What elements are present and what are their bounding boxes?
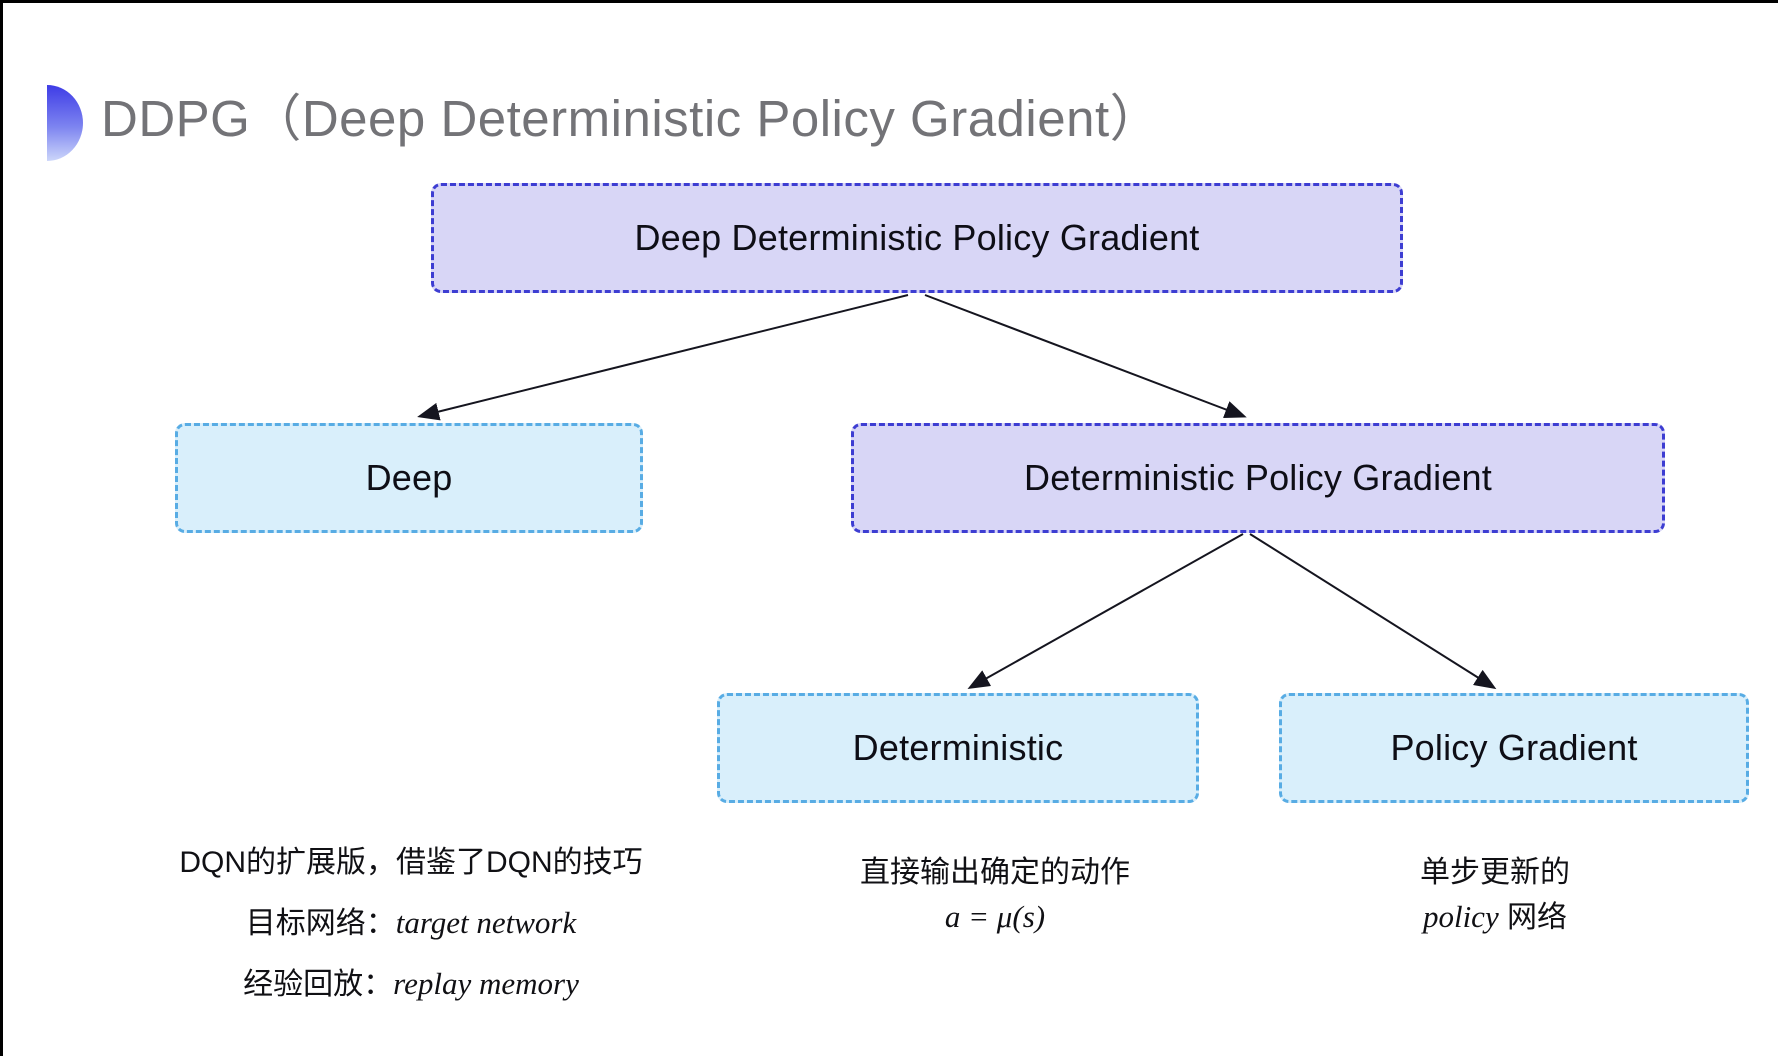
node-label: Policy Gradient <box>1390 727 1638 768</box>
note-deep-line2: 目标网络：target network <box>141 893 681 954</box>
node-deterministic-policy-gradient: Deterministic Policy Gradient <box>851 423 1665 533</box>
note-deep-line1: DQN的扩展版，借鉴了DQN的技巧 <box>179 846 643 879</box>
edge-dpg-to-det <box>967 533 1244 689</box>
node-label: Deep Deterministic Policy Gradient <box>634 217 1200 258</box>
note-deep-line2-term: target network <box>395 905 577 940</box>
note-det-formula: a = μ(s) <box>944 899 1046 934</box>
node-policy-gradient: Policy Gradient <box>1279 693 1749 803</box>
note-det-line1: 直接输出确定的动作 <box>860 856 1130 889</box>
edge-root-to-deep <box>417 294 909 421</box>
note-deep: DQN的扩展版，借鉴了DQN的技巧 目标网络：target network 经验… <box>141 833 681 1015</box>
page-title: DDPG（Deep Deterministic Policy Gradient） <box>101 90 1162 147</box>
node-label: Deep <box>365 457 453 498</box>
title-bullet-icon <box>47 85 83 161</box>
node-deterministic: Deterministic <box>717 693 1199 803</box>
edge-dpg-to-pg <box>1249 533 1497 690</box>
note-deterministic: 直接输出确定的动作 a = μ(s) <box>775 851 1215 939</box>
note-deep-line3: 经验回放：replay memory <box>141 954 681 1015</box>
node-label: Deterministic <box>852 727 1064 768</box>
note-pg-line2-suffix: 网络 <box>1498 901 1568 934</box>
note-deep-line3-label: 经验回放： <box>243 968 394 1001</box>
note-deep-line3-term: replay memory <box>393 966 579 1001</box>
note-deep-line2-label: 目标网络： <box>245 907 396 940</box>
node-deep: Deep <box>175 423 643 533</box>
note-pg-line2-term: policy <box>1422 899 1499 934</box>
node-label: Deterministic Policy Gradient <box>1024 457 1492 498</box>
note-pg-line1: 单步更新的 <box>1420 856 1570 889</box>
node-deep-deterministic-policy-gradient: Deep Deterministic Policy Gradient <box>431 183 1403 293</box>
edge-root-to-dpg <box>924 294 1247 419</box>
note-pg-line2: policy 网络 <box>1275 895 1715 940</box>
note-policy-gradient: 单步更新的 policy 网络 <box>1275 851 1715 940</box>
